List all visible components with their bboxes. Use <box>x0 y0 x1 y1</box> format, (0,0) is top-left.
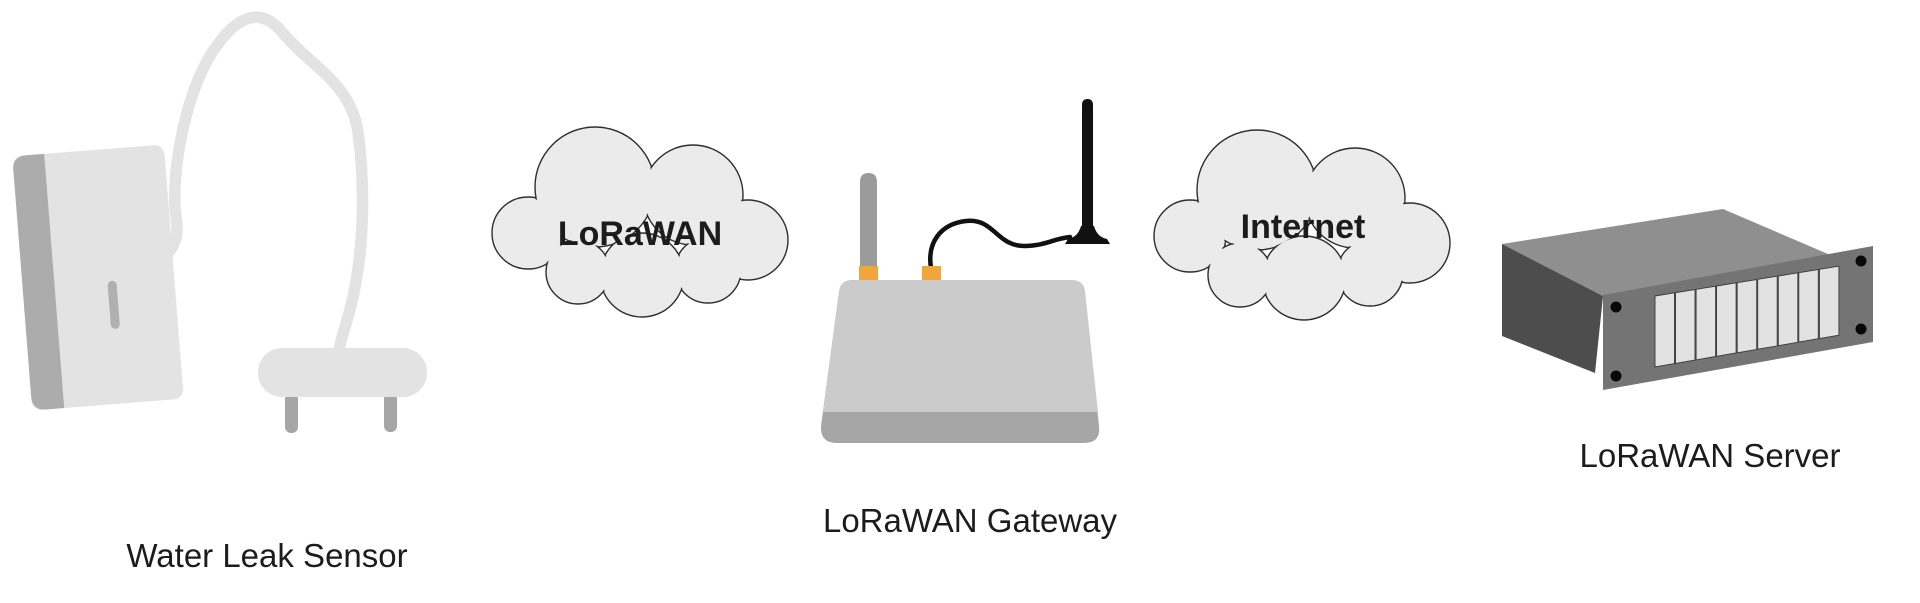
internet-cloud-label: Internet <box>1241 208 1366 246</box>
probe-leg-left <box>285 393 298 433</box>
antenna-connector-left <box>859 266 878 281</box>
drive-bay <box>1716 282 1737 357</box>
server-top-face <box>1502 209 1835 296</box>
server-drive-bays <box>1654 265 1840 368</box>
lorawan-server-node: LoRaWAN Server <box>1502 209 1873 474</box>
water-leak-sensor-label: Water Leak Sensor <box>126 537 407 574</box>
gateway-body <box>823 280 1098 412</box>
gray-antenna <box>860 173 877 268</box>
drive-bay <box>1736 278 1758 354</box>
screw-top-right <box>1855 255 1867 267</box>
lorawan-gateway-label: LoRaWAN Gateway <box>823 502 1118 539</box>
screw-top-left <box>1610 301 1622 313</box>
drive-bay <box>1654 292 1675 368</box>
internet-cloud-node: Internet <box>1153 129 1451 321</box>
screw-bottom-left <box>1610 370 1622 382</box>
drive-bay <box>1675 288 1696 365</box>
drive-bay <box>1695 285 1717 361</box>
sensor-side-edge <box>13 153 65 410</box>
sensor-cable <box>152 11 369 360</box>
probe-head <box>258 348 427 397</box>
drive-bay <box>1798 268 1819 343</box>
water-leak-sensor-node: Water Leak Sensor <box>13 11 427 574</box>
antenna-connector-right <box>922 266 941 281</box>
rack-screws <box>1610 255 1867 382</box>
lorawan-server-label: LoRaWAN Server <box>1579 437 1840 474</box>
lorawan-cloud-label: LoRaWAN <box>558 215 722 253</box>
antenna-cable <box>928 218 1073 271</box>
lorawan-gateway-node: LoRaWAN Gateway <box>820 99 1118 539</box>
screw-bottom-right <box>1855 323 1867 335</box>
probe-leg-right <box>384 393 397 432</box>
black-antenna-base <box>1065 226 1110 244</box>
drive-bay <box>1777 272 1799 347</box>
lorawan-cloud-node: LoRaWAN <box>491 126 789 318</box>
sensor-led-slot <box>107 280 120 329</box>
server-side-face <box>1502 244 1603 373</box>
black-antenna-mast <box>1082 99 1093 232</box>
drive-bay <box>1818 265 1840 340</box>
drive-bay <box>1757 275 1778 350</box>
